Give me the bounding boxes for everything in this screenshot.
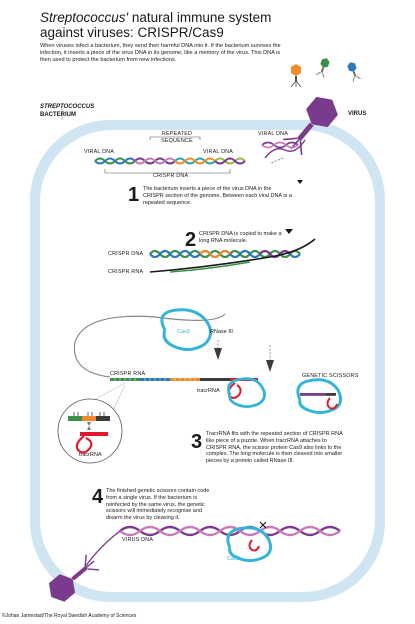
label-viral-dna-right: VIRAL DNA: [258, 131, 289, 137]
step2-arrow-icon: [285, 229, 293, 234]
title-italic: Streptococcus': [40, 10, 129, 25]
crispr-rna-loop: [73, 313, 226, 378]
label-viral-dna-left: VIRAL DNA: [84, 149, 115, 155]
label-repeated-sequence: REPEATED SEQUENCE: [161, 131, 193, 144]
label-crispr-rna-step2: CRISPR RNA: [108, 269, 144, 275]
label-crispr-dna-top: CRISPR DNA: [153, 173, 189, 179]
virus-dna-helix-step4: [119, 521, 341, 563]
label-cas9: Cas9: [177, 329, 190, 335]
zoom-circle: [57, 382, 126, 464]
genetic-scissors-icon: [296, 378, 343, 415]
step-4-text: The finished genetic scissors contain co…: [106, 488, 210, 522]
step-3-number: 3: [191, 431, 203, 453]
step-4-number: 4: [92, 486, 104, 508]
small-virus-icons: [290, 58, 361, 88]
label-tracrrna: tracrRNA: [197, 388, 220, 394]
intro-text: When viruses infect a bacterium, they se…: [40, 43, 281, 63]
label-genetic-scissors: GENETIC SCISSORS: [302, 373, 359, 379]
bacterium-label: STREPTOCOCCUS BACTERIUM: [40, 104, 94, 119]
label-rnase-iii: RNase III: [210, 329, 233, 335]
crispr-dna-strand-step2: [149, 249, 301, 259]
title-rest: natural immune system against viruses: C…: [40, 10, 272, 40]
credit-line: ©Johan Jarnestad/The Royal Swedish Acade…: [2, 613, 137, 619]
step-2-number: 2: [185, 229, 197, 251]
label-virus-dna: VIRUS DNA: [122, 537, 154, 543]
label-cas9-bottom: Cas9: [227, 556, 240, 562]
label-crispr-rna-step3: CRISPR RNA: [110, 371, 146, 377]
label-tracrrna-zoom: tracrRNA: [79, 452, 102, 458]
bacterium-label-plain: BACTERIUM: [40, 111, 76, 118]
bacterium-cell-inner: [40, 130, 375, 592]
label-crispr-dna-step2: CRISPR DNA: [108, 251, 144, 257]
page-title: Streptococcus' natural immune system aga…: [40, 10, 300, 40]
cas9-protein-icon: [160, 308, 212, 351]
virus-label: VIRUS: [348, 111, 367, 117]
crispr-rna-strand-step2: [149, 238, 316, 273]
bacterium-label-italic: STREPTOCOCCUS: [40, 104, 95, 110]
rnase-iii-icon: [214, 340, 274, 372]
crispr-dna-strand-step1: [94, 157, 246, 165]
step-1-text: The bacterium inserts a piece of the vir…: [143, 186, 292, 206]
step-1-number: 1: [128, 184, 140, 206]
step-3-text: TracrRNA fits with the repeated section …: [206, 431, 343, 465]
step1-arrow-icon: [297, 180, 303, 184]
viral-dna-helix: [261, 141, 299, 149]
step-2-text: CRISPR DNA is copied to make a long RNA …: [199, 231, 282, 244]
label-viral-dna-mid: VIRAL DNA: [203, 149, 234, 155]
